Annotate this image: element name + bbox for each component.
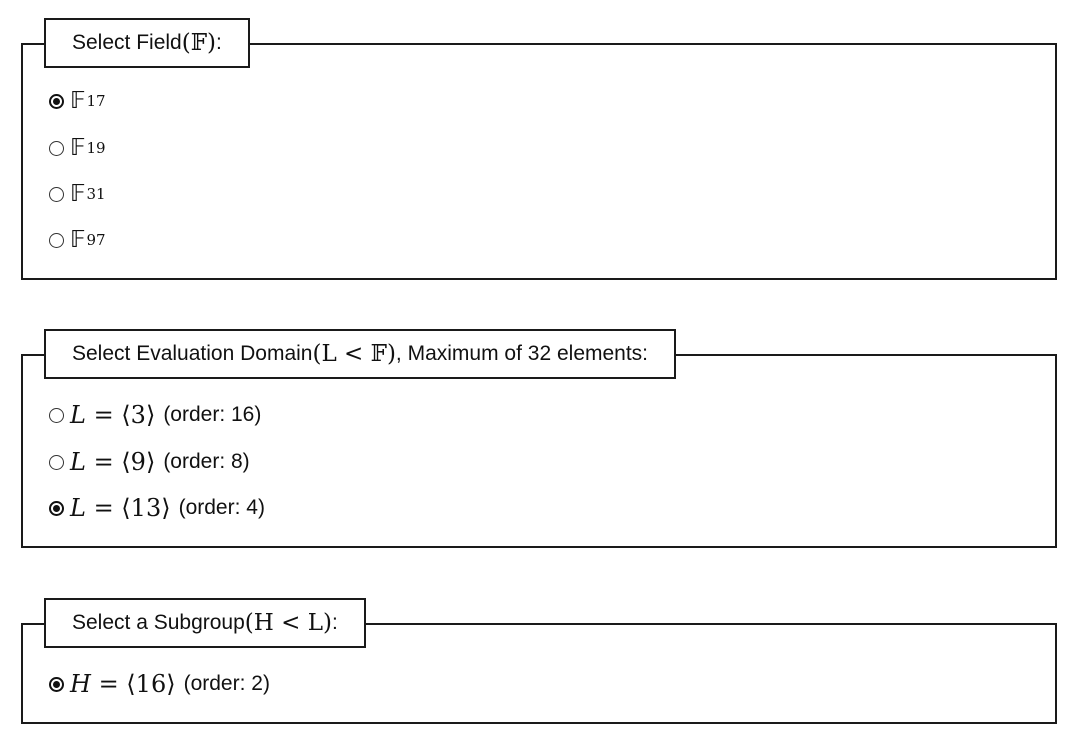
field-symbol: 𝔽: [70, 227, 86, 253]
subgroup-generator: = ⟨16⟩: [90, 670, 176, 698]
field-symbol: 𝔽: [70, 135, 86, 161]
domain-order: (order: 4): [178, 496, 265, 519]
field-subscript: 97: [86, 231, 106, 249]
domain-expression: L = ⟨3⟩: [70, 401, 155, 429]
domain-generator: = ⟨3⟩: [85, 401, 156, 429]
domain-generator: = ⟨9⟩: [85, 448, 156, 476]
field-symbol: 𝔽: [70, 181, 86, 207]
subgroup-legend-label: Select a Subgroup: [72, 611, 245, 634]
subgroup-legend-colon: :: [331, 611, 338, 634]
radio-button-selected[interactable]: [49, 500, 64, 516]
field-subscript: 19: [86, 139, 106, 157]
field-legend: Select Field (𝔽) :: [44, 18, 250, 68]
radio-button-selected[interactable]: [49, 676, 64, 692]
subgroup-option-16[interactable]: H = ⟨16⟩ (order: 2): [49, 670, 270, 698]
domain-option-9[interactable]: L = ⟨9⟩ (order: 8): [49, 448, 250, 476]
radio-button[interactable]: [49, 232, 64, 248]
domain-variable: L: [70, 448, 86, 476]
subgroup-order: (order: 2): [183, 672, 270, 695]
field-subscript: 31: [86, 185, 106, 203]
domain-option-3[interactable]: L = ⟨3⟩ (order: 16): [49, 401, 261, 429]
radio-button[interactable]: [49, 454, 64, 470]
domain-fieldset: Select Evaluation Domain (L < 𝔽) , Maxim…: [21, 329, 1057, 548]
domain-option-13[interactable]: L = ⟨13⟩ (order: 4): [49, 494, 265, 522]
subgroup-expression: H = ⟨16⟩: [70, 670, 176, 698]
subgroup-legend: Select a Subgroup (H < L) :: [44, 598, 366, 648]
field-legend-colon: :: [216, 31, 222, 54]
radio-button[interactable]: [49, 140, 64, 156]
domain-legend-suffix: , Maximum of 32 elements:: [395, 342, 649, 365]
domain-order: (order: 8): [163, 450, 250, 473]
domain-variable: L: [70, 401, 86, 429]
domain-variable: L: [70, 494, 86, 522]
field-symbol: 𝔽: [70, 88, 86, 114]
subgroup-fieldset: Select a Subgroup (H < L) : H = ⟨16⟩ (or…: [21, 598, 1057, 724]
field-legend-symbol: (𝔽): [181, 30, 216, 56]
radio-button-selected[interactable]: [49, 93, 64, 109]
field-subscript: 17: [86, 92, 106, 110]
subgroup-variable: H: [70, 670, 91, 698]
domain-order: (order: 16): [163, 403, 262, 426]
domain-legend: Select Evaluation Domain (L < 𝔽) , Maxim…: [44, 329, 677, 379]
domain-legend-math: (L < 𝔽): [312, 341, 396, 367]
subgroup-legend-math: (H < L): [244, 610, 332, 636]
domain-expression: L = ⟨13⟩: [70, 494, 171, 522]
domain-expression: L = ⟨9⟩: [70, 448, 155, 476]
domain-generator: = ⟨13⟩: [85, 494, 171, 522]
field-legend-label: Select Field: [72, 31, 182, 54]
radio-button[interactable]: [49, 407, 64, 423]
domain-legend-label: Select Evaluation Domain: [72, 342, 313, 365]
radio-button[interactable]: [49, 186, 64, 202]
